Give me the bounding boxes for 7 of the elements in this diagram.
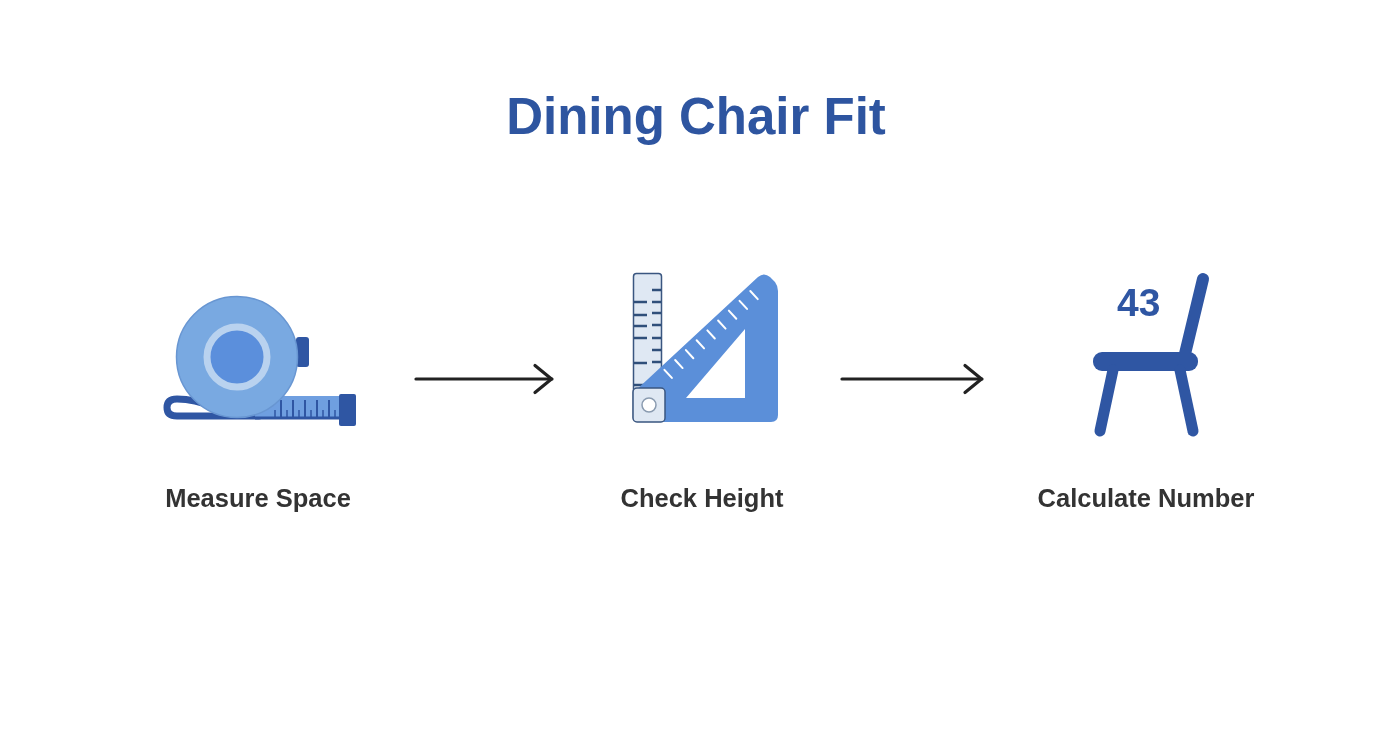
step-label: Calculate Number [1037, 483, 1255, 513]
arrow [840, 363, 984, 395]
step-label: Check Height [620, 483, 784, 513]
step-label: Measure Space [165, 483, 351, 513]
count-number: 43 [1117, 283, 1161, 323]
diagram-title: Dining Chair Fit [506, 88, 886, 146]
arrow [414, 363, 554, 395]
